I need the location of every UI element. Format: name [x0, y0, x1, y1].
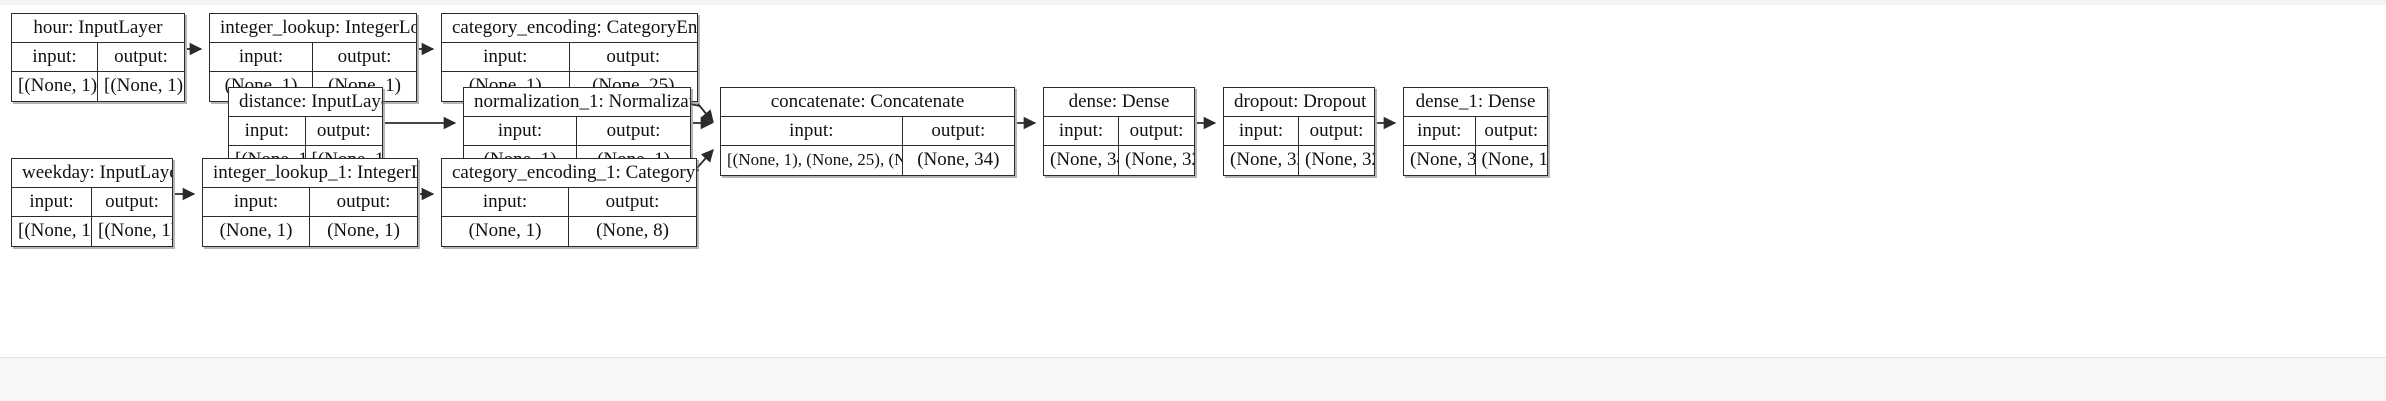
node-concatenate-label-row: input: output:	[721, 117, 1014, 146]
node-weekday-title: weekday: InputLayer	[12, 159, 172, 188]
node-distance-output-label: output:	[316, 120, 371, 141]
node-dropout-output-shape: (None, 32)	[1305, 149, 1374, 170]
node-dense-1-shape-row: (None, 32) (None, 1)	[1404, 146, 1547, 175]
node-concatenate-title: concatenate: Concatenate	[721, 88, 1014, 117]
node-category-encoding-output-label: output:	[606, 46, 661, 67]
node-weekday-output-label: output:	[105, 191, 159, 212]
node-normalization-1-label-row: input: output:	[464, 117, 690, 146]
node-dropout[interactable]: dropout: Dropout input: output: (None, 3…	[1223, 87, 1375, 176]
node-category-encoding-1-label-row: input: output:	[442, 188, 696, 217]
node-integer-lookup-1-input-shape: (None, 1)	[203, 217, 310, 246]
node-concatenate-input-shape: [(None, 1), (None, 25), (None, 8)]	[721, 146, 903, 175]
code-line[interactable]: model.fit(train_data, validation_data=va…	[62, 380, 833, 401]
node-category-encoding-1[interactable]: category_encoding_1: CategoryEncoding in…	[441, 158, 697, 247]
node-concatenate[interactable]: concatenate: Concatenate input: output: …	[720, 87, 1015, 176]
node-weekday-label-row: input: output:	[12, 188, 172, 217]
node-dropout-shape-row: (None, 32) (None, 32)	[1224, 146, 1374, 175]
node-dense-output-shape: (None, 32)	[1125, 149, 1194, 170]
node-dense[interactable]: dense: Dense input: output: (None, 34) (…	[1043, 87, 1195, 176]
node-integer-lookup-input-label: input:	[210, 43, 313, 71]
node-dense-label-row: input: output:	[1044, 117, 1194, 146]
node-dropout-label-row: input: output:	[1224, 117, 1374, 146]
node-concatenate-shape-row: [(None, 1), (None, 25), (None, 8)] (None…	[721, 146, 1014, 175]
node-weekday-output-shape: [(None, 1)]	[98, 220, 172, 241]
edge-category-encoding-to-concatenate	[697, 103, 714, 123]
node-category-encoding-1-input-shape: (None, 1)	[442, 217, 569, 246]
node-hour-input-shape: [(None, 1)]	[12, 72, 98, 101]
node-dropout-input-shape: (None, 32)	[1224, 146, 1299, 175]
node-distance-input-label: input:	[229, 117, 306, 145]
node-dense-1-output-shape: (None, 1)	[1481, 149, 1548, 170]
node-dropout-output-label: output:	[1309, 120, 1364, 141]
node-integer-lookup-1-shape-row: (None, 1) (None, 1)	[203, 217, 417, 246]
keras-model-plot: hour: InputLayer input: output: [(None, …	[0, 5, 2386, 357]
node-weekday[interactable]: weekday: InputLayer input: output: [(Non…	[11, 158, 173, 247]
node-concatenate-output-label: output:	[931, 120, 986, 141]
node-dense-1-title: dense_1: Dense	[1404, 88, 1547, 117]
node-distance-title: distance: InputLayer	[229, 88, 382, 117]
node-dense-1-input-label: input:	[1404, 117, 1476, 145]
node-dense-1-input-shape: (None, 32)	[1404, 146, 1476, 175]
notebook-code-cell[interactable]: model.fit(train_data, validation_data=va…	[0, 357, 2386, 401]
node-category-encoding-label-row: input: output:	[442, 43, 697, 72]
node-normalization-1-output-label: output:	[606, 120, 661, 141]
node-hour-output-shape: [(None, 1)]	[104, 75, 184, 96]
node-hour-shape-row: [(None, 1)] [(None, 1)]	[12, 72, 184, 101]
node-dropout-input-label: input:	[1224, 117, 1299, 145]
node-dense-1-label-row: input: output:	[1404, 117, 1547, 146]
node-integer-lookup-1[interactable]: integer_lookup_1: IntegerLookup input: o…	[202, 158, 418, 247]
node-hour-output-label: output:	[114, 46, 168, 67]
node-concatenate-output-shape: (None, 34)	[917, 149, 1000, 170]
node-dropout-title: dropout: Dropout	[1224, 88, 1374, 117]
node-weekday-shape-row: [(None, 1)] [(None, 1)]	[12, 217, 172, 246]
node-category-encoding-1-input-label: input:	[442, 188, 569, 216]
node-category-encoding-title: category_encoding: CategoryEncoding	[442, 14, 697, 43]
node-integer-lookup-label-row: input: output:	[210, 43, 416, 72]
node-hour-label-row: input: output:	[12, 43, 184, 72]
node-hour-input-label: input:	[12, 43, 98, 71]
node-dense-input-label: input:	[1044, 117, 1119, 145]
node-integer-lookup-title: integer_lookup: IntegerLookup	[210, 14, 416, 43]
node-category-encoding-input-label: input:	[442, 43, 570, 71]
node-dense-title: dense: Dense	[1044, 88, 1194, 117]
node-dense-input-shape: (None, 34)	[1044, 146, 1119, 175]
node-dense-1[interactable]: dense_1: Dense input: output: (None, 32)…	[1403, 87, 1548, 176]
node-hour-title: hour: InputLayer	[12, 14, 184, 43]
node-weekday-input-label: input:	[12, 188, 92, 216]
node-integer-lookup-1-label-row: input: output:	[203, 188, 417, 217]
node-normalization-1-input-label: input:	[464, 117, 577, 145]
node-category-encoding-1-title: category_encoding_1: CategoryEncoding	[442, 159, 696, 188]
node-dense-shape-row: (None, 34) (None, 32)	[1044, 146, 1194, 175]
node-category-encoding-1-output-label: output:	[605, 191, 660, 212]
node-weekday-input-shape: [(None, 1)]	[12, 217, 92, 246]
node-normalization-1-title: normalization_1: Normalization	[464, 88, 690, 117]
node-category-encoding-1-shape-row: (None, 1) (None, 8)	[442, 217, 696, 246]
node-integer-lookup-output-label: output:	[337, 46, 392, 67]
node-dense-output-label: output:	[1129, 120, 1184, 141]
node-integer-lookup-1-output-label: output:	[336, 191, 391, 212]
node-integer-lookup-1-input-label: input:	[203, 188, 310, 216]
node-dense-1-output-label: output:	[1484, 120, 1539, 141]
node-distance-label-row: input: output:	[229, 117, 382, 146]
node-integer-lookup-1-title: integer_lookup_1: IntegerLookup	[203, 159, 417, 188]
node-integer-lookup-1-output-shape: (None, 1)	[327, 220, 400, 241]
node-category-encoding-1-output-shape: (None, 8)	[596, 220, 669, 241]
node-concatenate-input-label: input:	[721, 117, 903, 145]
edge-category-encoding-1-to-concatenate	[696, 149, 714, 169]
node-hour[interactable]: hour: InputLayer input: output: [(None, …	[11, 13, 185, 102]
